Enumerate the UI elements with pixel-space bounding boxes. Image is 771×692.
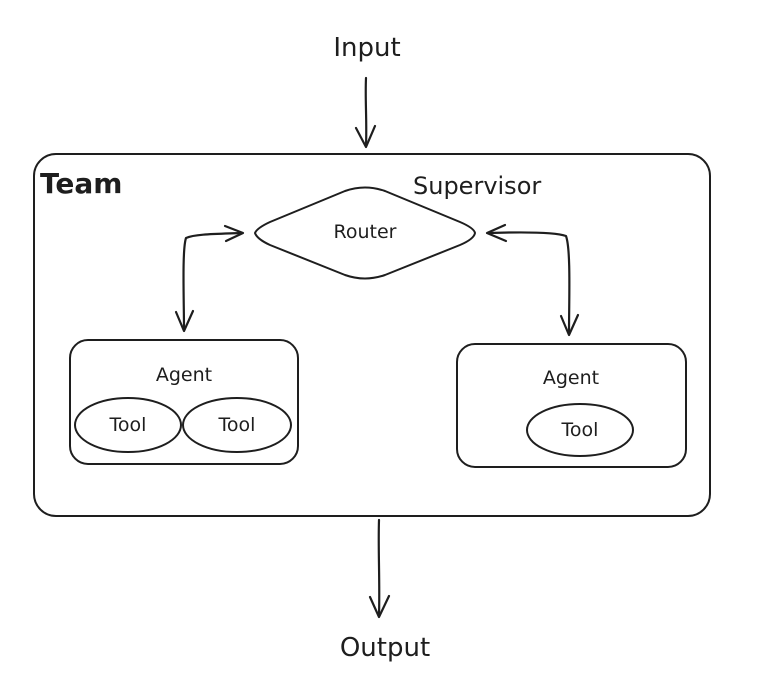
right-agent: Agent Tool — [456, 343, 687, 468]
supervisor-label: Supervisor — [413, 172, 541, 200]
input-arrow — [354, 76, 377, 149]
right-agent-label: Agent — [543, 367, 599, 389]
left-agent-tool-2-label: Tool — [218, 414, 256, 436]
right-bidirectional-arrow — [485, 223, 580, 337]
left-agent: Agent Tool Tool — [69, 339, 299, 465]
output-arrow — [368, 518, 391, 619]
team-container — [33, 153, 711, 517]
right-agent-tool-1 — [526, 403, 634, 457]
right-agent-tool-1-label: Tool — [561, 419, 599, 441]
left-agent-tool-1-label: Tool — [109, 414, 147, 436]
left-agent-tool-2 — [182, 397, 292, 453]
left-agent-label: Agent — [156, 364, 212, 386]
left-agent-box — [69, 339, 299, 465]
router-label: Router — [334, 221, 397, 243]
left-agent-tool-1 — [74, 397, 182, 453]
output-label: Output — [340, 633, 430, 663]
input-label: Input — [333, 33, 400, 63]
team-label: Team — [40, 167, 122, 200]
right-agent-box — [456, 343, 687, 468]
router-diamond — [254, 186, 476, 280]
left-bidirectional-arrow — [174, 224, 245, 333]
